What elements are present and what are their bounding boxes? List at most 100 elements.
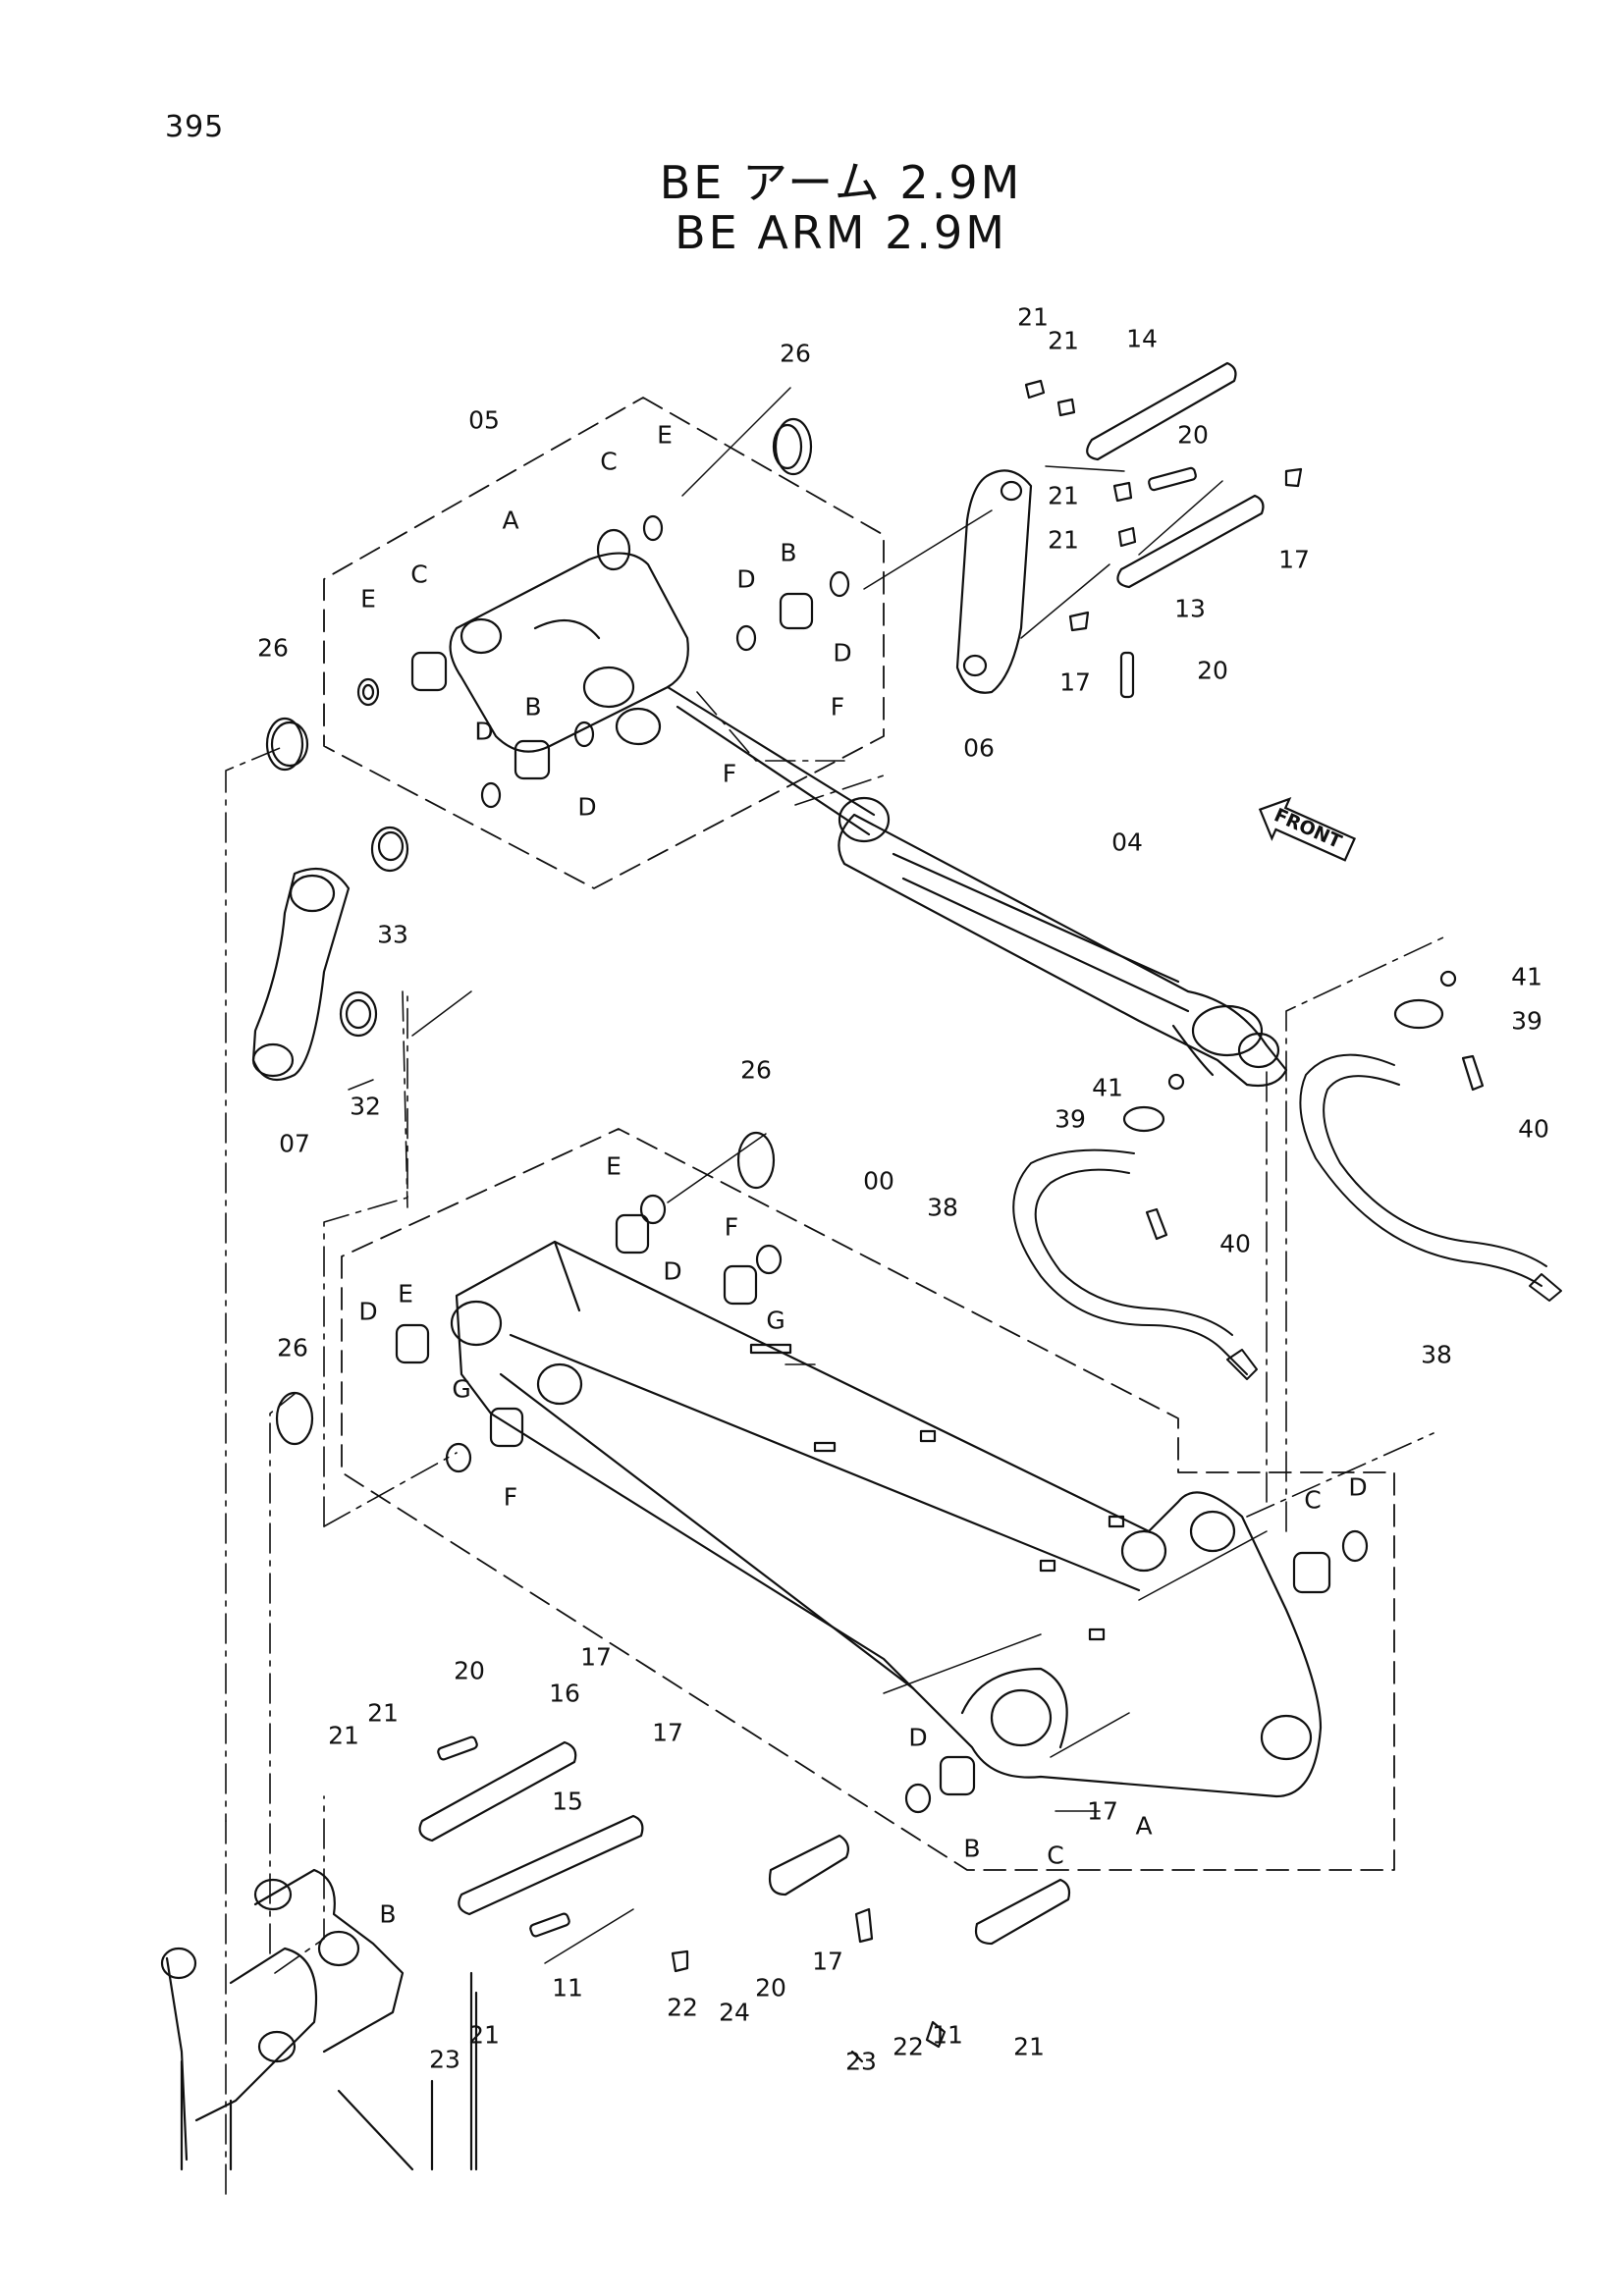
callout-E: E xyxy=(657,420,673,450)
link-assembly xyxy=(449,552,689,753)
callout-F: F xyxy=(722,759,737,788)
callout-33: 33 xyxy=(377,920,408,949)
callout-04: 04 xyxy=(1111,828,1143,857)
callout-38: 38 xyxy=(1421,1340,1452,1369)
front-arrow-icon xyxy=(1258,797,1357,862)
callout-21: 23 xyxy=(429,2045,460,2074)
seal-rings xyxy=(265,417,813,1446)
callout-17: 17 xyxy=(1059,667,1091,697)
hoses xyxy=(1012,1053,1562,1380)
callout-D: D xyxy=(908,1723,928,1752)
callout-21: 21 xyxy=(328,1721,359,1750)
callout-24: 23 xyxy=(845,2047,877,2076)
link-06 xyxy=(955,469,1033,694)
upper-bushings xyxy=(270,423,850,1030)
callout-17: 17 xyxy=(1278,545,1310,574)
callout-C: B xyxy=(963,1834,981,1863)
callout-C: C xyxy=(600,447,618,476)
callout-20: 11 xyxy=(552,1973,583,2002)
callout-22: 11 xyxy=(932,2020,963,2050)
boom-end xyxy=(160,1868,478,2171)
callout-A: A xyxy=(502,506,519,535)
callout-26: 26 xyxy=(740,1055,772,1085)
callout-F: F xyxy=(830,692,845,721)
arm-group-boundary xyxy=(341,1128,1395,1871)
callout-B: B xyxy=(524,692,542,721)
callout-D: D xyxy=(577,792,597,822)
callout-21: 21 xyxy=(468,2020,500,2050)
callout-39: 39 xyxy=(1511,1006,1542,1036)
callout-C: C xyxy=(1304,1485,1322,1515)
callout-39: 39 xyxy=(1055,1104,1086,1134)
callout-17: B xyxy=(379,1899,397,1929)
callout-G: G xyxy=(452,1374,471,1404)
callout-05: 05 xyxy=(468,405,500,435)
callout-F: F xyxy=(724,1212,739,1242)
lower-pins xyxy=(418,1735,1071,2063)
callout-07: 07 xyxy=(279,1129,310,1158)
callout-38: 38 xyxy=(927,1193,958,1222)
callout-D: D xyxy=(358,1297,378,1326)
callout-17: 17 xyxy=(652,1718,683,1747)
callout-B: B xyxy=(780,538,797,567)
callout-41: 41 xyxy=(1511,962,1542,991)
title-japanese: BE アーム 2.9M xyxy=(659,156,1023,209)
lower-bushings xyxy=(395,1194,1369,1814)
callout-D: D xyxy=(1348,1472,1368,1502)
callout-21: 21 xyxy=(1048,481,1079,510)
callout-B: 17 xyxy=(1087,1796,1118,1826)
callout-E: E xyxy=(398,1279,413,1308)
callout-D: D xyxy=(474,717,494,746)
link-group-boundary xyxy=(323,397,885,889)
bucket-cylinder xyxy=(666,685,1288,1088)
flanges xyxy=(1122,970,1485,1241)
callout-41: 41 xyxy=(1092,1073,1123,1102)
callout-E: E xyxy=(360,584,376,614)
callout-23: 22 xyxy=(893,2032,924,2061)
callout-20: 20 xyxy=(1197,656,1228,685)
upper-pins xyxy=(1024,361,1303,699)
callout-D: D xyxy=(736,564,756,594)
callout-32: 32 xyxy=(350,1092,381,1121)
leader-lines xyxy=(348,387,1268,1964)
callout-C: C xyxy=(410,560,428,589)
callout-D: D xyxy=(833,638,852,667)
callout-14: 14 xyxy=(1126,324,1158,353)
callout-11: 17 xyxy=(812,1947,843,1976)
callout-B: A xyxy=(1135,1811,1153,1841)
callout-E: E xyxy=(606,1151,622,1181)
callout-17: 17 xyxy=(580,1642,612,1672)
callout-40: 40 xyxy=(1518,1114,1549,1144)
callout-20: 20 xyxy=(454,1656,485,1685)
callout-G: G xyxy=(766,1306,785,1335)
group-boundaries xyxy=(323,397,1395,1871)
callout-26: 26 xyxy=(257,633,289,663)
callout-13: 13 xyxy=(1174,594,1206,623)
callout-40: 40 xyxy=(1219,1229,1251,1258)
callout-F: F xyxy=(503,1482,518,1512)
callout-20: 20 xyxy=(1177,420,1209,450)
callout-23: 24 xyxy=(719,1998,750,2027)
link-07 xyxy=(251,867,351,1082)
callout-15: 15 xyxy=(552,1787,583,1816)
page-number: 395 xyxy=(165,110,225,144)
callout-26: 26 xyxy=(780,339,811,368)
callout-00: 00 xyxy=(863,1166,894,1196)
callout-21: 21 xyxy=(1017,302,1049,332)
title-english: BE ARM 2.9M xyxy=(675,206,1007,259)
callout-21: 21 xyxy=(1048,525,1079,555)
callout-A: C xyxy=(1047,1841,1064,1870)
front-arrow-badge: FRONT xyxy=(1248,786,1361,873)
callout-24: 22 xyxy=(667,1993,698,2022)
callout-06: 06 xyxy=(963,733,995,763)
callout-21: 21 xyxy=(367,1698,399,1728)
callout-D: D xyxy=(663,1256,682,1286)
main-arm xyxy=(450,1240,1323,1798)
callout-21: 21 xyxy=(1048,326,1079,355)
callout-26: 26 xyxy=(277,1333,308,1362)
callout-16: 16 xyxy=(549,1679,580,1708)
callout-22: 20 xyxy=(755,1973,786,2002)
callout-11: 21 xyxy=(1013,2032,1045,2061)
